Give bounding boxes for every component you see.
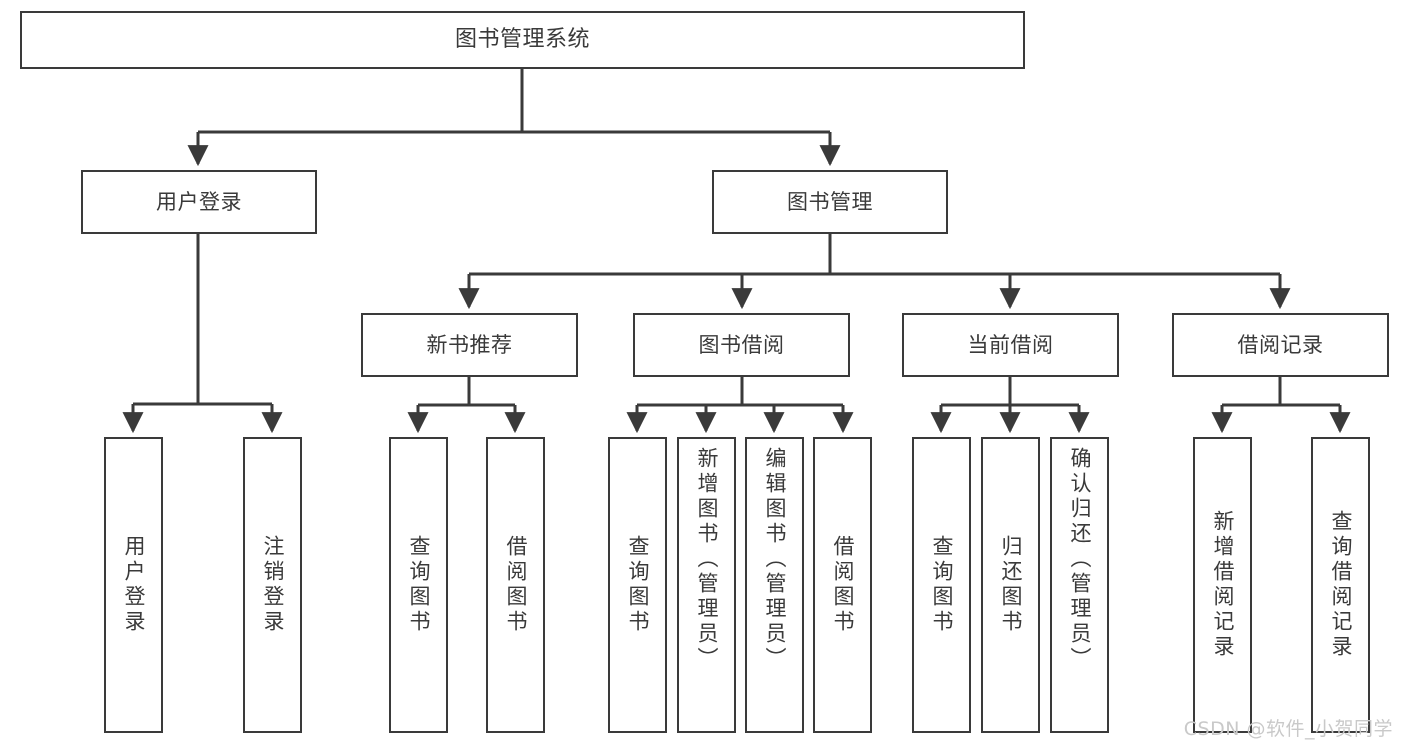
leaf-book-borrow-edit-book-admin[interactable]: 编辑图书（管理员）	[745, 437, 804, 733]
node-book-management[interactable]: 图书管理	[712, 170, 948, 234]
node-label: 新书推荐	[426, 332, 513, 357]
node-label: 查询图书	[407, 535, 431, 635]
node-label: 查询图书	[930, 535, 954, 635]
node-label: 确认归还（管理员）	[1068, 447, 1092, 672]
csdn-watermark: CSDN @软件_小贺同学	[1183, 718, 1393, 740]
leaf-current-borrow-query-book[interactable]: 查询图书	[912, 437, 971, 733]
node-label: 用户登录	[156, 189, 242, 214]
node-label: 借阅记录	[1237, 332, 1324, 357]
node-label: 新增借阅记录	[1211, 510, 1235, 660]
leaf-borrow-record-add-record[interactable]: 新增借阅记录	[1193, 437, 1252, 733]
node-label: 图书管理系统	[454, 27, 590, 53]
node-label: 查询借阅记录	[1329, 510, 1353, 660]
leaf-new-book-query-book[interactable]: 查询图书	[389, 437, 448, 733]
node-label: 编辑图书（管理员）	[763, 447, 787, 672]
node-label: 新增图书（管理员）	[695, 447, 719, 672]
node-label: 图书借阅	[698, 332, 785, 357]
node-label: 归还图书	[999, 535, 1023, 635]
leaf-current-borrow-confirm-return-admin[interactable]: 确认归还（管理员）	[1050, 437, 1109, 733]
node-label: 图书管理	[787, 189, 873, 214]
node-label: 查询图书	[626, 535, 650, 635]
node-root-book-management-system[interactable]: 图书管理系统	[20, 11, 1025, 69]
node-current-borrow[interactable]: 当前借阅	[902, 313, 1119, 377]
leaf-user-login-logout[interactable]: 注销登录	[243, 437, 302, 733]
leaf-book-borrow-add-book-admin[interactable]: 新增图书（管理员）	[677, 437, 736, 733]
node-label: 用户登录	[122, 535, 146, 635]
node-label: 当前借阅	[967, 332, 1054, 357]
node-borrow-record[interactable]: 借阅记录	[1172, 313, 1389, 377]
leaf-new-book-borrow-book[interactable]: 借阅图书	[486, 437, 545, 733]
leaf-book-borrow-query-book[interactable]: 查询图书	[608, 437, 667, 733]
node-label: 注销登录	[261, 535, 285, 635]
leaf-book-borrow-borrow-book[interactable]: 借阅图书	[813, 437, 872, 733]
leaf-current-borrow-return-book[interactable]: 归还图书	[981, 437, 1040, 733]
leaf-user-login-login[interactable]: 用户登录	[104, 437, 163, 733]
leaf-borrow-record-query-record[interactable]: 查询借阅记录	[1311, 437, 1370, 733]
node-book-borrow[interactable]: 图书借阅	[633, 313, 850, 377]
node-label: 借阅图书	[831, 535, 855, 635]
node-new-book-recommend[interactable]: 新书推荐	[361, 313, 578, 377]
node-label: 借阅图书	[504, 535, 528, 635]
node-user-login[interactable]: 用户登录	[81, 170, 317, 234]
